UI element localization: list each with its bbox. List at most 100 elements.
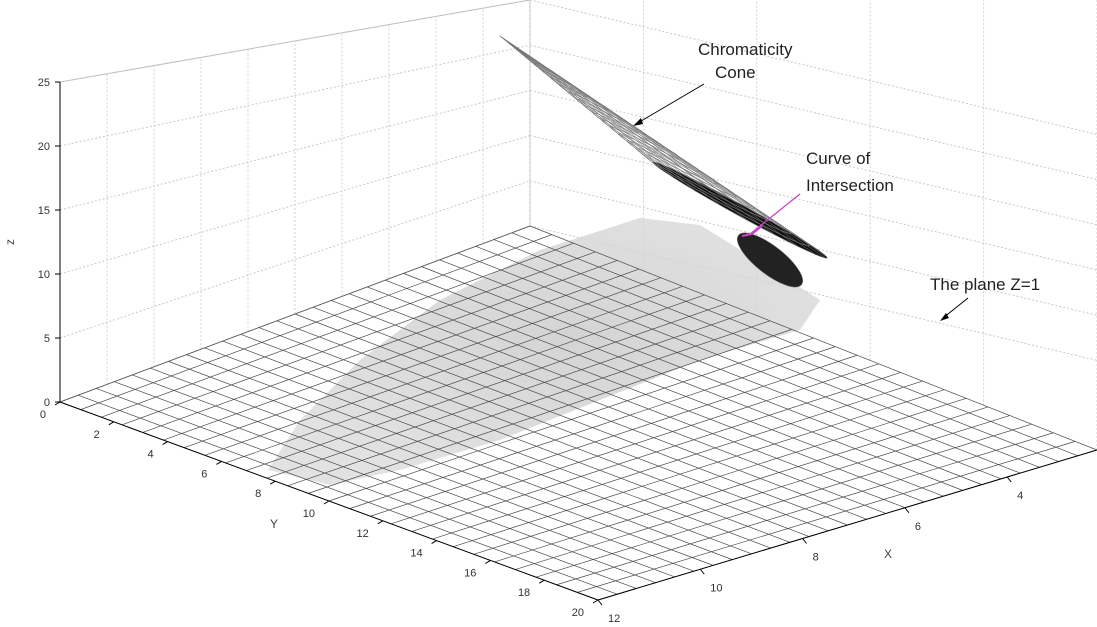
right-wall-gridline: [529, 89, 1097, 226]
y-tick-mark: [108, 421, 115, 426]
y-tick-mark: [323, 500, 330, 505]
plane-mesh-line: [511, 232, 1078, 457]
annotation-plane-text: The plane Z=1: [930, 275, 1040, 294]
z-tick-label: 15: [38, 205, 50, 217]
annotation-plane-arrow: [942, 297, 969, 319]
plane-mesh-line: [222, 340, 771, 549]
annotation-cone-line2: Cone: [715, 63, 756, 82]
cone-ruling: [499, 35, 654, 164]
z-axis-label: z: [3, 239, 17, 245]
x-axis: [597, 449, 1097, 601]
annotation-curve-line2: Intersection: [806, 176, 894, 195]
z-axis-ticks: 0 5 10 15 20 25: [38, 77, 60, 409]
plane-mesh-line: [493, 239, 1059, 462]
annotation-chromaticity-cone: Chromaticity Cone: [633, 40, 793, 126]
right-wall-gridline: [529, 0, 1097, 135]
plane-mesh-line: [403, 273, 963, 491]
cone-ruling: [499, 35, 683, 174]
y-tick-mark: [377, 520, 384, 525]
y-tick-label: 18: [518, 587, 530, 599]
x-tick-mark: [904, 507, 910, 514]
cone-ruling: [499, 35, 816, 255]
annotation-curve-of-intersection: Curve of Intersection: [749, 149, 894, 235]
plane-mesh-line: [457, 252, 1021, 474]
y-tick-label: 20: [572, 607, 584, 619]
y-tick-mark: [431, 540, 437, 545]
annotation-curve-line1: Curve of: [806, 149, 871, 168]
z-tick-label: 10: [38, 269, 50, 281]
cone-body: [500, 36, 828, 259]
y-tick-mark: [485, 559, 491, 564]
plane-mesh-line: [258, 327, 810, 537]
x-tick-mark: [699, 568, 705, 575]
y-tick-label: 6: [201, 468, 207, 480]
y-tick-label: 12: [357, 528, 369, 540]
curve-of-intersection: [741, 225, 763, 237]
chromaticity-cone-mesh: [499, 35, 828, 288]
plane-mesh-line: [276, 320, 829, 532]
z-tick-label: 5: [44, 333, 50, 345]
plane-mesh-line: [204, 347, 752, 555]
z-tick-label: 0: [44, 397, 50, 409]
y-tick-label: 0: [40, 409, 46, 421]
cone-ruling: [499, 35, 665, 166]
annotation-curve-arrow: [749, 193, 801, 235]
cone-ruling: [499, 35, 828, 258]
cone-ruling: [499, 35, 826, 259]
y-tick-mark: [269, 480, 276, 485]
plane-mesh-line: [475, 245, 1040, 468]
plane-mesh-line: [294, 313, 848, 526]
cone-ruling: [499, 35, 749, 222]
z-tick-label: 25: [38, 77, 50, 89]
cone-lower-tip: [737, 232, 803, 288]
plane-mesh-line: [77, 394, 618, 595]
x-tick-label: 8: [813, 552, 819, 564]
plane-mesh-line: [331, 300, 887, 514]
plane-mesh-line: [367, 286, 925, 503]
plane-mesh-line: [385, 279, 944, 497]
y-tick-label: 16: [464, 567, 476, 579]
annotation-plane-arrowhead: [940, 313, 949, 321]
left-wall-gridline: [59, 180, 531, 339]
x-tick-mark: [802, 538, 807, 544]
left-wall-gridline: [59, 0, 531, 83]
z-tick-label: 20: [38, 141, 50, 153]
y-tick-mark: [162, 441, 168, 446]
annotation-cone-arrowhead: [633, 118, 643, 126]
y-tick-mark: [538, 579, 545, 584]
cone-ruling: [499, 35, 799, 247]
x-tick-label: 10: [710, 582, 722, 594]
plane-z1-mesh: [59, 225, 1097, 601]
y-axis-label: Y: [270, 517, 278, 531]
left-wall-gridline: [59, 44, 531, 147]
x-tick-label: 4: [1017, 490, 1023, 502]
y-tick-label: 4: [147, 449, 153, 461]
annotation-cone-line1: Chromaticity: [698, 40, 793, 59]
x-tick-label: 12: [608, 613, 620, 625]
plane-mesh-line: [114, 381, 656, 584]
cone-ruling: [499, 35, 706, 186]
y-tick-label: 14: [410, 548, 422, 560]
cone-ruling: [499, 35, 722, 207]
plane-mesh-line: [168, 361, 714, 566]
right-wall-gridline: [529, 44, 1097, 181]
plane-mesh-line: [132, 374, 675, 578]
plane-mesh-line: [529, 225, 1097, 451]
plane-mesh-line: [312, 306, 867, 520]
plane-mesh-line: [150, 367, 695, 572]
x-tick-mark: [597, 599, 603, 606]
plane-mesh-line: [96, 388, 637, 589]
left-wall-gridline: [59, 89, 531, 211]
y-tick-mark: [54, 401, 61, 406]
y-tick-mark: [592, 599, 599, 604]
cone-ruling: [499, 35, 655, 163]
plane-mesh-line: [186, 354, 733, 560]
plane-mesh-line: [421, 266, 982, 485]
x-tick-label: 6: [915, 521, 921, 533]
plane-mesh-line: [349, 293, 906, 509]
right-wall-gridline: [529, 135, 1097, 271]
y-tick-label: 10: [303, 508, 315, 520]
y-tick-label: 8: [255, 488, 261, 500]
